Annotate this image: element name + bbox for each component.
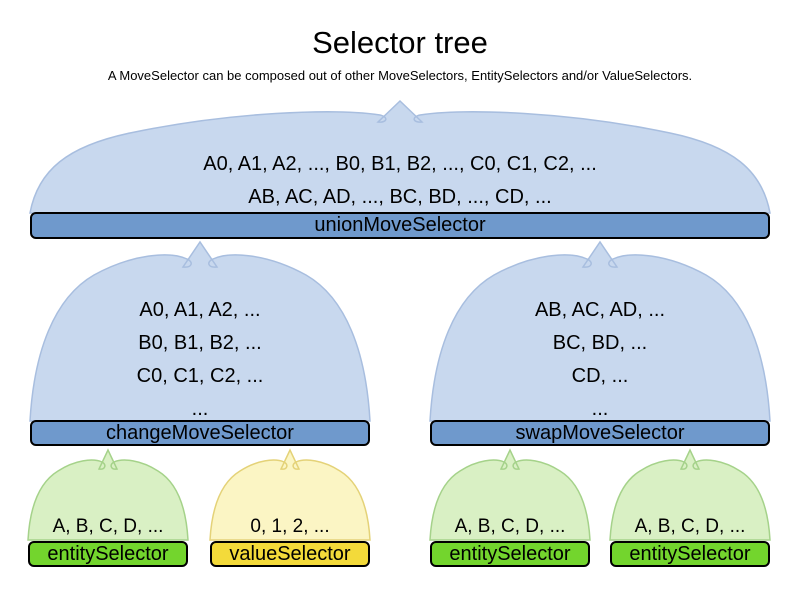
entity-selector-bar-3: entitySelector	[610, 541, 770, 567]
entity2-cloud-arrow-shape	[429, 448, 591, 541]
union-items-line-2: AB, AC, AD, ..., BC, BD, ..., CD, ...	[248, 186, 552, 208]
change-items-line-1: A0, A1, A2, ...	[139, 299, 261, 321]
entity2-cloud-path	[429, 448, 591, 541]
value-cloud-path	[209, 448, 371, 541]
union-cloud-path	[29, 99, 771, 214]
swap-cloud-arrow-shape	[429, 240, 771, 422]
swap-move-selector-bar: swapMoveSelector	[430, 420, 770, 446]
union-items-line-1: A0, A1, A2, ..., B0, B1, B2, ..., C0, C1…	[203, 153, 597, 175]
entity3-cloud-arrow-shape	[609, 448, 771, 541]
change-cloud-arrow-shape	[29, 240, 371, 422]
change-cloud-items: A0, A1, A2, ... B0, B1, B2, ... C0, C1, …	[30, 294, 370, 426]
entity1-cloud-items: A, B, C, D, ...	[28, 514, 188, 540]
value-cloud-items: 0, 1, 2, ...	[210, 514, 370, 540]
change-move-selector-bar: changeMoveSelector	[30, 420, 370, 446]
value-cloud-arrow-shape	[209, 448, 371, 541]
value-selector-bar: valueSelector	[210, 541, 370, 567]
entity-selector-bar-1: entitySelector	[28, 541, 188, 567]
union-move-selector-bar: unionMoveSelector	[30, 212, 770, 239]
entity2-cloud-items: A, B, C, D, ...	[430, 514, 590, 540]
page-title: Selector tree	[312, 25, 488, 60]
entity2-items-line: A, B, C, D, ...	[454, 516, 566, 537]
swap-move-selector-label: swapMoveSelector	[515, 421, 685, 444]
entity3-items-line: A, B, C, D, ...	[634, 516, 746, 537]
change-items-line-3: C0, C1, C2, ...	[136, 365, 264, 387]
value-items-line: 0, 1, 2, ...	[250, 516, 330, 537]
change-items-line-2: B0, B1, B2, ...	[138, 332, 262, 354]
swap-items-line-2: BC, BD, ...	[552, 332, 648, 354]
entity3-cloud-path	[609, 448, 771, 541]
entity1-cloud-arrow-shape	[27, 448, 189, 541]
union-cloud-items: A0, A1, A2, ..., B0, B1, B2, ..., C0, C1…	[30, 148, 770, 214]
entity-selector-label-3: entitySelector	[629, 542, 751, 565]
entity1-cloud-path	[27, 448, 189, 541]
value-selector-label: valueSelector	[229, 542, 351, 565]
swap-items-line-3: CD, ...	[571, 365, 629, 387]
entity-selector-label-2: entitySelector	[449, 542, 571, 565]
swap-cloud-path	[429, 240, 771, 422]
page-subtitle: A MoveSelector can be composed out of ot…	[107, 68, 693, 83]
change-items-line-4: ...	[191, 398, 209, 420]
entity-selector-label-1: entitySelector	[47, 542, 169, 565]
union-cloud-arrow-shape	[29, 99, 771, 214]
change-move-selector-label: changeMoveSelector	[106, 421, 294, 444]
swap-cloud-items: AB, AC, AD, ... BC, BD, ... CD, ... ...	[430, 294, 770, 426]
union-move-selector-label: unionMoveSelector	[314, 214, 486, 236]
entity3-cloud-items: A, B, C, D, ...	[610, 514, 770, 540]
swap-items-line-1: AB, AC, AD, ...	[534, 299, 666, 321]
swap-items-line-4: ...	[591, 398, 609, 420]
entity-selector-bar-2: entitySelector	[430, 541, 590, 567]
entity1-items-line: A, B, C, D, ...	[52, 516, 164, 537]
change-cloud-path	[29, 240, 371, 422]
